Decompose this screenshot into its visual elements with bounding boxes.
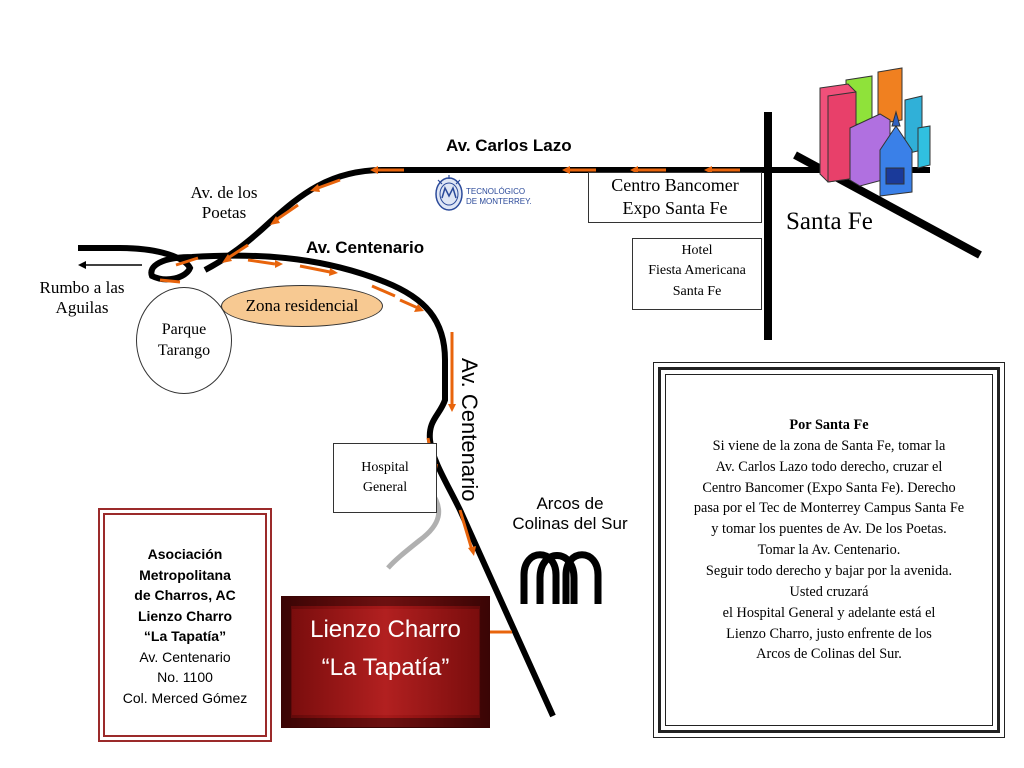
street-label-carlos-lazo: Av. Carlos Lazo	[446, 136, 572, 155]
street-label-poetas: Av. de los Poetas	[190, 183, 258, 223]
directions-line: y tomar los puentes de Av. De los Poetas…	[711, 521, 947, 538]
arrow-left-icon	[78, 261, 86, 269]
directions-line: Centro Bancomer (Expo Santa Fe). Derecho	[702, 479, 956, 496]
directions-line: Arcos de Colinas del Sur.	[756, 646, 902, 663]
tec-monterrey-logo: TECNOLÓGICO DE MONTERREY.	[434, 172, 574, 216]
label-rumbo-aguilas: Rumbo a las Aguilas	[39, 278, 125, 318]
directions-box: Por Santa Fe Si viene de la zona de Sant…	[653, 362, 1005, 738]
centenario-road	[78, 245, 556, 718]
city-buildings-icon	[819, 67, 931, 197]
association-text: Asociación Metropolitana de Charros, AC …	[122, 546, 248, 707]
directions-line: Usted cruzará	[789, 583, 869, 600]
lienzo-name: Lienzo Charro	[310, 616, 461, 643]
label-arcos-colinas: Arcos de Colinas del Sur	[512, 494, 628, 534]
label-santa-fe: Santa Fe	[786, 208, 873, 235]
directions-title: Por Santa Fe	[789, 417, 869, 433]
directions-line: Si viene de la zona de Santa Fe, tomar l…	[712, 437, 946, 454]
association-address-box: Asociación Metropolitana de Charros, AC …	[98, 508, 272, 742]
directions-line: pasa por el Tec de Monterrey Campus Sant…	[693, 500, 965, 517]
carlos-lazo-road	[203, 167, 930, 273]
hospital-general-box: Hospital General	[333, 443, 437, 513]
street-label-centenario-vertical: Av. Centenario	[457, 358, 482, 502]
arches-icon	[520, 551, 602, 604]
lienzo-charro-destination: Lienzo Charro “La Tapatía”	[281, 596, 490, 728]
directions-line: Seguir todo derecho y bajar por la aveni…	[705, 563, 953, 580]
hospital-access-road	[386, 488, 442, 570]
tec-monterrey-name: TECNOLÓGICO DE MONTERREY.	[466, 187, 532, 206]
directions-text: Por Santa Fe Si viene de la zona de Sant…	[654, 415, 1004, 665]
directions-line: Lienzo Charro, justo enfrente de los	[726, 625, 932, 642]
directions-line: el Hospital General y adelante está el	[722, 604, 936, 621]
directions-line: Tomar la Av. Centenario.	[757, 542, 901, 559]
hotel-fiesta-americana-box: Hotel Fiesta Americana Santa Fe	[632, 238, 762, 310]
lienzo-subtitle: “La Tapatía”	[321, 654, 450, 682]
centro-bancomer-box: Centro Bancomer Expo Santa Fe	[588, 172, 762, 223]
tec-monterrey-seal-icon	[435, 175, 463, 211]
directions-line: Av. Carlos Lazo todo derecho, cruzar el	[715, 458, 943, 475]
street-label-centenario: Av. Centenario	[306, 238, 425, 257]
zona-residencial: Zona residencial	[221, 285, 383, 327]
